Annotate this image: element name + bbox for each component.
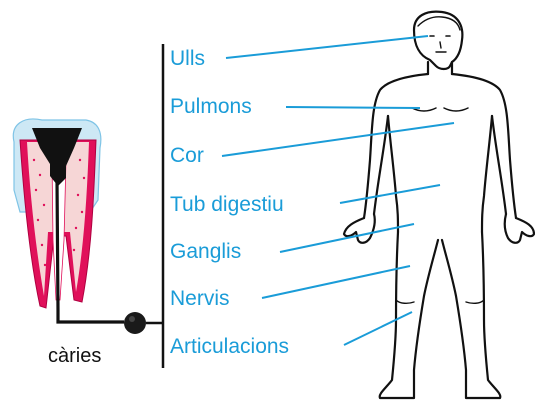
pointer-pulmons xyxy=(286,107,420,108)
tooth-caption: càries xyxy=(48,346,101,366)
pointer-nervis xyxy=(262,266,410,298)
label-ganglis: Ganglis xyxy=(169,241,242,262)
human-figure xyxy=(344,12,534,398)
label-nervis: Nervis xyxy=(169,288,231,309)
pointer-tub-digestiu xyxy=(340,185,440,203)
label-tub-digestiu: Tub digestiu xyxy=(169,194,285,215)
pointer-ulls xyxy=(226,36,428,58)
label-cor: Cor xyxy=(169,145,205,166)
label-pulmons: Pulmons xyxy=(169,96,253,117)
tooth-illustration xyxy=(13,119,146,334)
pointer-cor xyxy=(222,123,454,156)
pointer-articulacions xyxy=(344,312,412,345)
caries-focus-dot xyxy=(124,312,146,334)
label-articulacions: Articulacions xyxy=(169,336,290,357)
figure-right-hand xyxy=(505,214,534,243)
figure-right-leg xyxy=(442,232,500,398)
figure-left-leg xyxy=(380,232,438,398)
figure-head xyxy=(414,12,462,69)
pointer-lines xyxy=(222,36,454,345)
label-ulls: Ulls xyxy=(169,48,206,69)
